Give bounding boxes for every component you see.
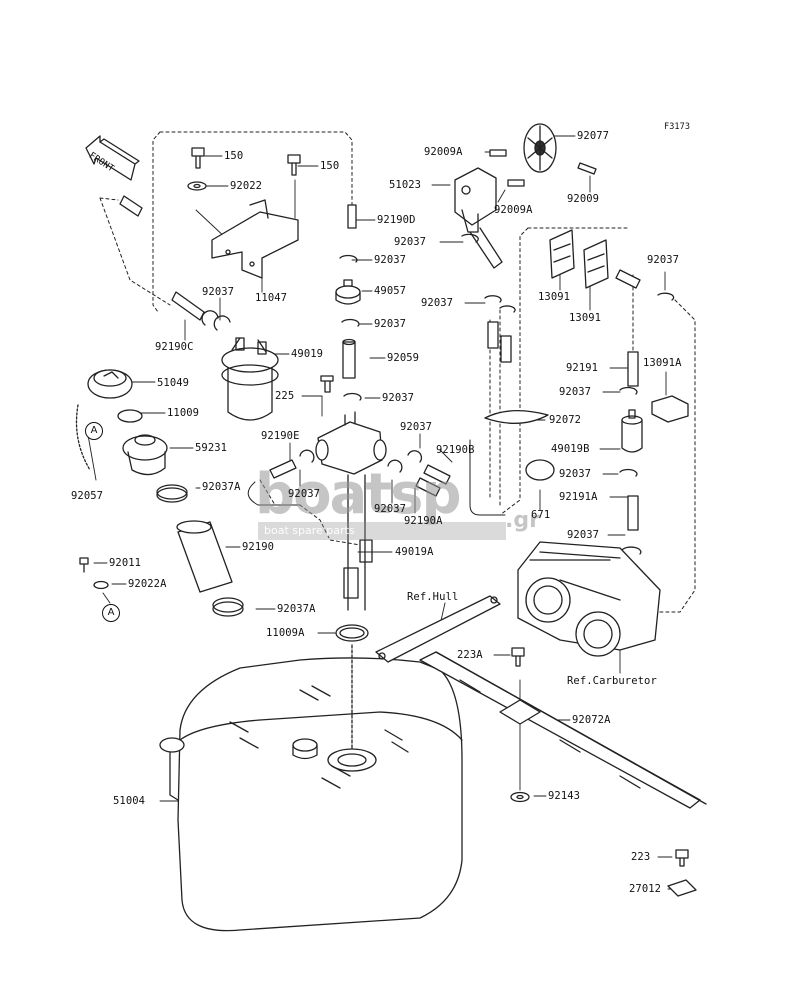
diagram-code: F3173 [664, 122, 691, 132]
part-label: 92191 [566, 362, 599, 374]
part-label: 92009 [567, 193, 600, 205]
part-label: 49019A [395, 546, 434, 558]
part-label: 13091A [643, 357, 682, 369]
part-label: 92057 [71, 490, 104, 502]
part-label: 92037 [374, 503, 407, 515]
clips [299, 233, 675, 555]
part-label: 92190B [436, 444, 475, 456]
part-label: 92191A [559, 491, 598, 503]
fuel-tank-51004 [159, 644, 463, 932]
fuel-tap-51023 [454, 149, 525, 269]
callout-a-bottom: A [102, 604, 120, 622]
fuel-valve-assembly [315, 375, 387, 611]
part-label: 92037 [288, 488, 321, 500]
carburetor-assembly [517, 541, 661, 657]
part-label: Ref.Hull [407, 591, 459, 603]
clamp-92037a [156, 484, 244, 617]
part-label: 92190 [242, 541, 275, 553]
bracket-13091a [651, 395, 689, 423]
front-arrow-icon [85, 135, 140, 181]
hose-pieces-center [269, 321, 512, 497]
part-label: 92190E [261, 430, 300, 442]
hull-bracket [375, 595, 501, 663]
hose-92059 [342, 338, 356, 379]
valve-49057 [335, 279, 361, 305]
bolt-223a-icon [510, 647, 697, 897]
assembly-lines [99, 131, 696, 613]
part-label: 92190A [404, 515, 443, 527]
part-label: 150 [320, 160, 340, 172]
part-label: 92072A [572, 714, 611, 726]
part-label: 225 [275, 390, 295, 402]
part-label: 92009A [424, 146, 463, 158]
part-label: 49019 [291, 348, 324, 360]
part-label: 11009 [167, 407, 200, 419]
part-label: 92037 [400, 421, 433, 433]
bolt-150-icon [187, 147, 301, 191]
part-label: 92037 [567, 529, 600, 541]
part-label: 92037 [374, 318, 407, 330]
watermark-tagline: boat spare parts [258, 522, 506, 540]
knob-92077 [523, 123, 597, 175]
part-label: 92022 [230, 180, 263, 192]
part-label: 92059 [387, 352, 420, 364]
part-label: 51023 [389, 179, 422, 191]
part-label: 11009A [266, 627, 305, 639]
part-label: 92037A [202, 481, 241, 493]
part-label: 92143 [548, 790, 581, 802]
o-ring-11009 [117, 409, 143, 423]
fuel-filter-49019 [221, 337, 279, 421]
callout-a-top: A [85, 422, 103, 440]
part-label: 92037 [202, 286, 235, 298]
part-label: 92022A [128, 578, 167, 590]
band-92072a [419, 651, 707, 809]
part-label: 92009A [494, 204, 533, 216]
part-label: 92037 [559, 386, 592, 398]
part-label: 92037 [647, 254, 680, 266]
part-label: 92190D [377, 214, 416, 226]
hose-92190 [176, 520, 233, 593]
bracket-11047 [211, 199, 299, 279]
part-label: 92037 [421, 297, 454, 309]
part-label: 223A [457, 649, 483, 661]
part-label: 59231 [195, 442, 228, 454]
hose-pieces [119, 195, 357, 331]
filler-cap-51049 [87, 369, 133, 399]
filter-49019b [621, 409, 643, 453]
filler-neck-59231 [122, 434, 168, 476]
o-ring-11009a [335, 624, 369, 642]
part-label: 13091 [538, 291, 571, 303]
screw-92011 [79, 557, 109, 590]
part-label: 92011 [109, 557, 142, 569]
band-92072 [484, 410, 549, 424]
part-label: 51004 [113, 795, 146, 807]
clamp-13091 [549, 229, 641, 289]
hose-routing [247, 439, 506, 516]
part-label: 92037 [382, 392, 415, 404]
part-label: 92190C [155, 341, 194, 353]
part-label: 223 [631, 851, 651, 863]
o-ring-671 [525, 459, 555, 481]
part-label: 11047 [255, 292, 288, 304]
part-label: 92037 [394, 236, 427, 248]
part-label: 51049 [157, 377, 190, 389]
chain-92057 [75, 404, 91, 471]
part-label: 92037A [277, 603, 316, 615]
part-label: 92077 [577, 130, 610, 142]
part-label: 92037 [559, 468, 592, 480]
hose-92191 [627, 351, 639, 531]
part-label: 13091 [569, 312, 602, 324]
part-label: 92037 [374, 254, 407, 266]
part-label: 671 [531, 509, 551, 521]
part-label: 27012 [629, 883, 662, 895]
part-label: Ref.Carburetor [567, 675, 657, 687]
watermark-brand: boatsp [255, 462, 462, 527]
watermark-suffix: .gr [505, 508, 540, 533]
part-label: 49057 [374, 285, 407, 297]
part-label: 92072 [549, 414, 582, 426]
part-label: 150 [224, 150, 244, 162]
part-label: 49019B [551, 443, 590, 455]
